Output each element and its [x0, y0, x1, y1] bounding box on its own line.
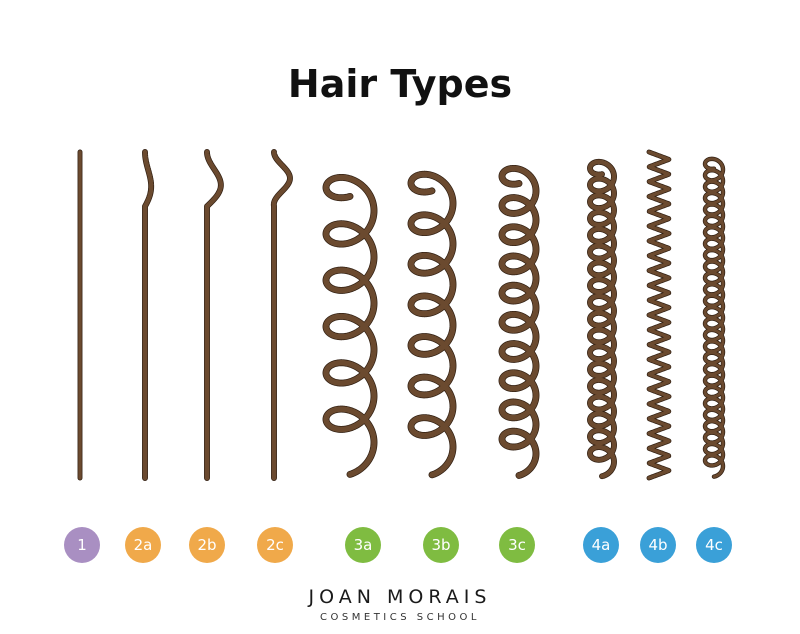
strand-type-4b [646, 149, 672, 481]
badge-type-4c: 4c [696, 527, 732, 563]
badge-type-3b: 3b [423, 527, 459, 563]
strand-fill [323, 174, 377, 478]
brand-name: JOAN MORAIS [308, 586, 492, 608]
badge-type-2c: 2c [257, 527, 293, 563]
strand-fill [204, 149, 224, 481]
badge-type-1: 1 [64, 527, 100, 563]
page-title: Hair Types [287, 62, 513, 106]
strand-fill [703, 157, 725, 479]
badge-type-3c: 3c [499, 527, 535, 563]
strand-type-3c [498, 164, 540, 479]
strand-type-4c [702, 156, 726, 479]
hair-strands-illustration [77, 149, 726, 481]
badge-type-2a: 2a [125, 527, 161, 563]
strand-fill [587, 159, 617, 479]
strand-fill [142, 149, 154, 481]
strand-type-3a [322, 173, 378, 478]
strand-fill [647, 150, 671, 480]
strand-type-2b [204, 149, 224, 481]
badge-type-2b: 2b [189, 527, 225, 563]
strand-type-2a [142, 149, 155, 481]
badge-type-3a: 3a [345, 527, 381, 563]
strand-type-3b [407, 170, 457, 479]
strand-fill [408, 171, 456, 478]
brand-tagline: COSMETICS SCHOOL [320, 612, 480, 623]
strand-fill [271, 149, 293, 481]
badge-type-4b: 4b [640, 527, 676, 563]
strand-fill [499, 165, 539, 479]
badge-type-4a: 4a [583, 527, 619, 563]
strand-type-4a [587, 158, 617, 480]
strand-type-2c [270, 149, 293, 481]
